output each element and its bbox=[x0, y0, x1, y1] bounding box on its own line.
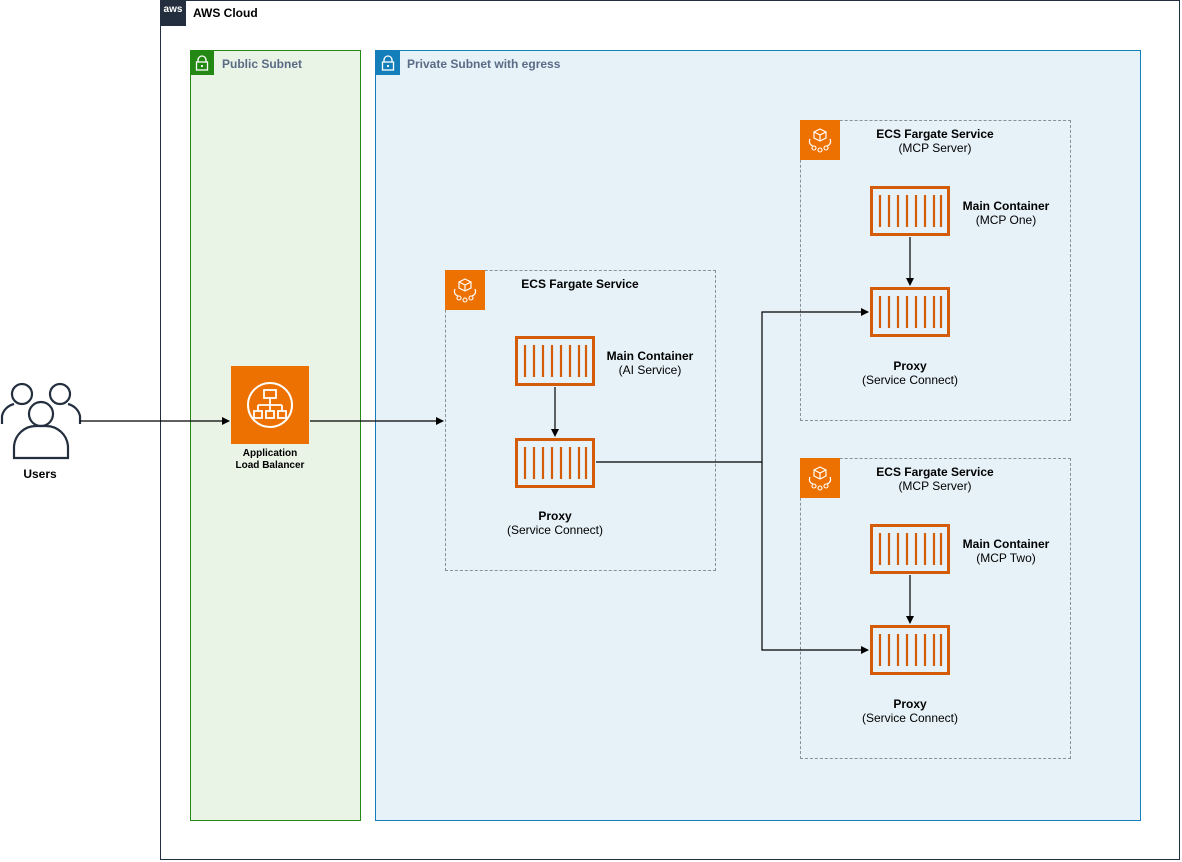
ecs-service-mcp-one-box bbox=[800, 120, 1071, 421]
proxy-to-mcp-one-arrow bbox=[761, 308, 869, 462]
private-subnet-group bbox=[375, 50, 1141, 821]
container-icon bbox=[870, 186, 950, 236]
load-balancer-icon bbox=[231, 366, 309, 444]
mcp-two-proxy-title: Proxy bbox=[893, 697, 927, 711]
ecs-service-ai-box bbox=[445, 270, 716, 571]
aws-logo: aws bbox=[160, 0, 186, 26]
aws-cloud-group bbox=[160, 0, 1180, 860]
ecs-service-mcp-two-box bbox=[800, 458, 1071, 759]
public-subnet-lock-icon bbox=[190, 51, 214, 75]
mcp-one-proxy-title: Proxy bbox=[893, 359, 927, 373]
mcp-one-title: ECS Fargate Service bbox=[876, 127, 994, 141]
container-icon bbox=[870, 287, 950, 337]
aws-logo-text: aws bbox=[163, 4, 183, 15]
alb-label-line2: Load Balancer bbox=[235, 460, 305, 471]
mcp-one-main-title: Main Container bbox=[962, 199, 1050, 213]
mcp-two-main-title: Main Container bbox=[962, 537, 1050, 551]
fargate-icon bbox=[800, 458, 840, 498]
mcp-two-proxy-sub: (Service Connect) bbox=[861, 711, 959, 725]
lock-icon bbox=[381, 55, 395, 71]
ai-main-container-title: Main Container bbox=[606, 349, 694, 363]
public-subnet-title: Public Subnet bbox=[222, 57, 303, 71]
aws-cloud-title: AWS Cloud bbox=[193, 6, 258, 20]
ai-proxy-sub: (Service Connect) bbox=[506, 523, 604, 537]
private-subnet-lock-icon bbox=[376, 51, 400, 75]
ai-service-title: ECS Fargate Service bbox=[521, 277, 639, 291]
ai-main-container-sub: (AI Service) bbox=[618, 363, 682, 377]
mcp-two-subtitle: (MCP Server) bbox=[898, 479, 972, 493]
ai-proxy-title: Proxy bbox=[538, 509, 572, 523]
users-icon bbox=[0, 382, 82, 460]
fargate-icon bbox=[800, 120, 840, 160]
container-icon bbox=[870, 524, 950, 574]
mcp-one-proxy-sub: (Service Connect) bbox=[861, 373, 959, 387]
private-subnet-title: Private Subnet with egress bbox=[407, 57, 561, 71]
users-label: Users bbox=[23, 467, 57, 481]
container-icon bbox=[515, 438, 595, 488]
mcp-two-main-sub: (MCP Two) bbox=[976, 551, 1036, 565]
container-icon bbox=[870, 625, 950, 675]
fargate-icon bbox=[445, 270, 485, 310]
mcp-two-title: ECS Fargate Service bbox=[876, 465, 994, 479]
lock-icon bbox=[195, 55, 209, 71]
container-icon bbox=[515, 336, 595, 386]
proxy-to-mcp-two-arrow bbox=[761, 462, 869, 654]
mcp-one-subtitle: (MCP Server) bbox=[898, 141, 972, 155]
mcp-one-main-sub: (MCP One) bbox=[975, 213, 1037, 227]
alb-label-line1: Application bbox=[242, 448, 298, 459]
